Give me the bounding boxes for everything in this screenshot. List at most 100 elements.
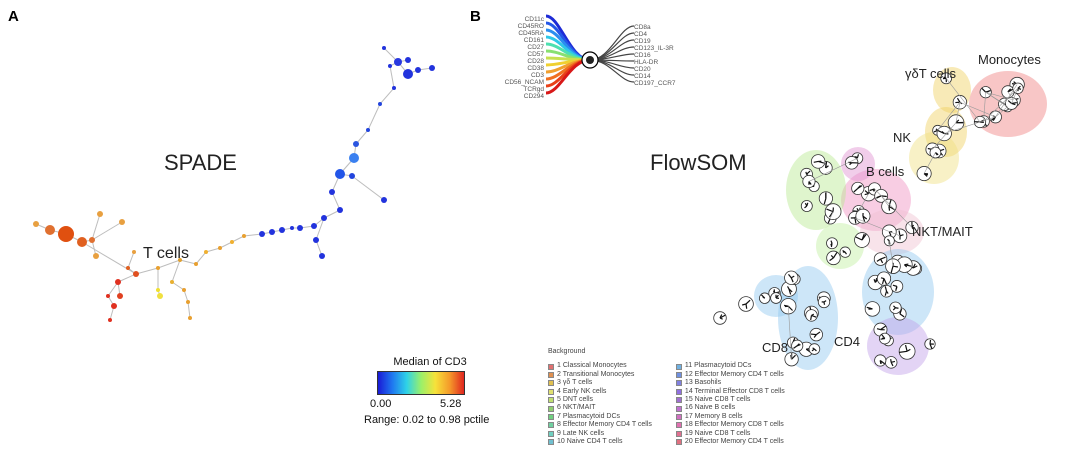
flowsom-edge <box>858 193 869 212</box>
legend-label: 1 Classical Monocytes <box>557 362 627 370</box>
legend-item: 12 Effector Memory CD4 T cells <box>675 371 785 379</box>
spade-node <box>186 300 190 304</box>
flowsom-node-ray <box>869 188 875 192</box>
spade-node <box>157 293 163 299</box>
legend-item: 2 Transitional Monocytes <box>548 371 652 379</box>
legend-swatch <box>548 388 554 395</box>
star-marker-label: CD20 <box>634 66 651 73</box>
colorbar-title: Median of CD3 <box>393 356 467 368</box>
spade-edge <box>91 213 101 241</box>
label-monocytes: Monocytes <box>978 52 1041 67</box>
star-marker-label: CD19 <box>634 38 651 45</box>
legend-label: 9 Late NK cells <box>557 429 605 437</box>
flowsom-node-ray <box>943 76 947 79</box>
flowsom-node-ray <box>956 97 961 103</box>
spade-edge <box>367 103 381 131</box>
flowsom-node-ray <box>826 208 834 213</box>
star-marker-label: CD57 <box>527 51 544 58</box>
flowsom-node-ray <box>810 315 813 321</box>
legend-item: 5 DNT cells <box>548 396 652 404</box>
legend-label: 13 Basohils <box>684 379 722 387</box>
flowsom-node-ray <box>876 258 881 262</box>
legend-swatch <box>675 414 682 421</box>
flowsom-node-ray <box>929 339 932 345</box>
flowsom-edge <box>959 101 996 118</box>
legend-item: 19 Naive CD8 T cells <box>675 429 785 438</box>
flowsom-node-ray <box>823 300 827 303</box>
flowsom-node-ray <box>933 129 938 133</box>
legend-item: 1 Classical Monocytes <box>548 362 652 370</box>
legend-swatch <box>675 372 682 379</box>
spade-edge <box>135 267 159 275</box>
flowsom-edge <box>880 195 890 207</box>
legend-label: 3 γδ T cells <box>557 379 593 387</box>
spade-edge <box>171 281 185 291</box>
flowsom-node-ray <box>810 333 817 336</box>
flowsom-node-ray <box>892 265 899 268</box>
colorbar-max: 5.28 <box>440 398 462 410</box>
legend-item: 10 Naive CD4 T cells <box>548 438 652 446</box>
spade-node <box>366 128 370 132</box>
label-cd8: CD8 <box>762 340 789 355</box>
spade-node <box>353 141 359 147</box>
star-marker-label: CD38 <box>527 65 544 72</box>
spade-edge <box>315 217 325 241</box>
spade-edge <box>351 175 385 201</box>
flowsom-edge <box>1011 88 1019 104</box>
spade-edge <box>183 289 189 303</box>
star-marker-label: CD3 <box>530 72 544 79</box>
legend-label: 7 Plasmacytoid DCs <box>557 412 621 420</box>
spade-tree <box>33 46 435 322</box>
legend-swatch <box>675 380 682 387</box>
spade-node <box>45 225 55 235</box>
legend-swatch <box>548 414 554 421</box>
flowsom-node-ray <box>880 258 884 264</box>
spade-edge <box>219 241 233 249</box>
legend-swatch <box>675 397 682 404</box>
spade-title: SPADE <box>164 150 237 175</box>
spade-node <box>329 189 335 195</box>
spade-node <box>349 173 355 179</box>
flowsom-edge <box>932 122 957 150</box>
flowsom-node-ray <box>876 195 882 199</box>
legend-label: 14 Terminal Effector CD8 T cells <box>684 387 785 395</box>
spade-edge <box>157 259 181 269</box>
spade-t-cells-label: T cells <box>143 245 189 262</box>
spade-node <box>403 69 413 79</box>
label-nk: NK <box>893 130 912 145</box>
spade-edge <box>379 87 395 105</box>
spade-node <box>429 65 435 71</box>
flowsom-edge <box>995 106 1008 118</box>
star-marker-label: CD123_IL-3R <box>634 45 674 52</box>
flowsom-node-ray <box>775 294 779 299</box>
spade-node <box>97 211 103 217</box>
star-marker-label: CD294 <box>523 93 544 100</box>
flowsom-node-ray <box>985 89 991 93</box>
flowsom-node-ray <box>791 354 796 360</box>
flowsom-node-ray <box>887 238 890 242</box>
flowsom-node-ray <box>868 307 873 310</box>
legend-swatch <box>675 363 682 370</box>
flowsom-node-ray <box>872 188 876 192</box>
spade-node <box>378 102 382 106</box>
spade-edge <box>179 259 197 265</box>
flowsom-node-ray <box>854 217 857 224</box>
flowsom-node-ray <box>981 87 987 93</box>
spade-edge <box>331 191 341 211</box>
spade-node <box>259 231 265 237</box>
legend-label: 19 Naive CD8 T cells <box>684 429 751 437</box>
spade-node <box>111 303 117 309</box>
spade-nodes <box>33 46 435 322</box>
spade-node <box>269 229 275 235</box>
flowsom-edge <box>937 102 961 131</box>
spade-node <box>58 226 74 242</box>
legend-item: 14 Terminal Effector CD8 T cells <box>675 387 785 396</box>
flowsom-node-ray <box>745 299 751 305</box>
flowsom-node-ray <box>811 314 817 318</box>
flowsom-node-ray <box>805 171 808 175</box>
flowsom-node-ray <box>888 231 892 236</box>
spade-node <box>77 237 87 247</box>
flowsom-node-ray <box>881 278 885 285</box>
